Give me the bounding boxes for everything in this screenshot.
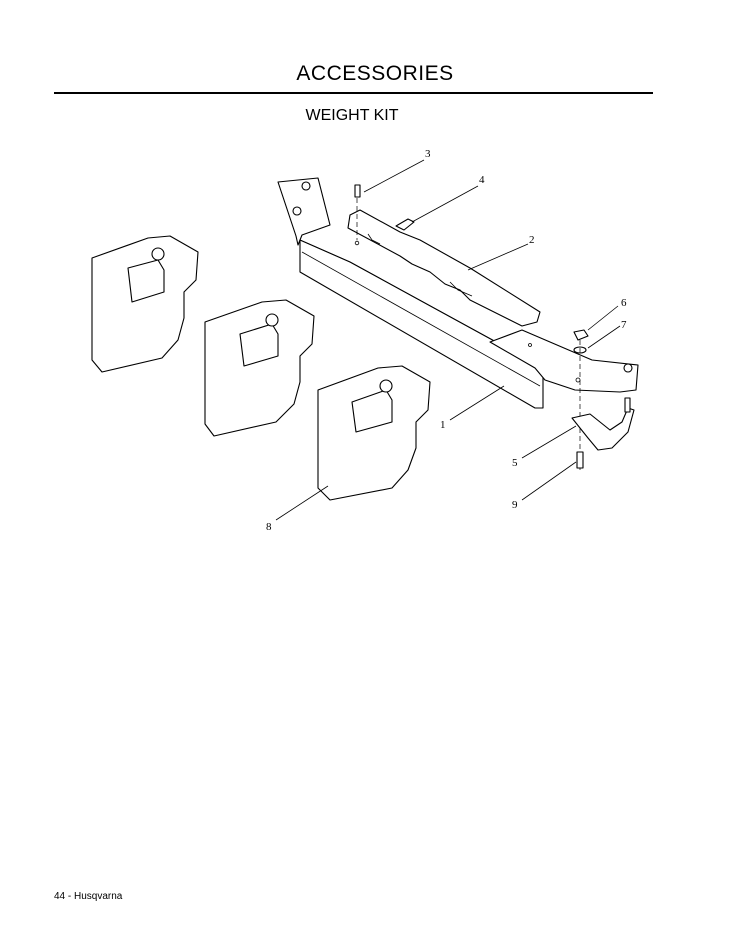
callout-3: 3 <box>425 148 431 160</box>
clip-part-4 <box>395 218 415 231</box>
callout-4: 4 <box>479 174 485 186</box>
title-rule <box>54 92 653 94</box>
callout-5: 5 <box>512 457 518 469</box>
hitch-bracket-part-5 <box>571 397 635 451</box>
slotted-bar-part-2 <box>347 209 541 327</box>
nut-washer-parts <box>573 329 589 470</box>
leader-lines <box>275 159 621 521</box>
weight-part-8-rear <box>91 235 199 373</box>
page-footer: 44 - Husqvarna <box>54 891 123 902</box>
pin-part-3 <box>354 184 361 240</box>
callout-1: 1 <box>440 419 446 431</box>
callout-6: 6 <box>621 297 627 309</box>
callout-2: 2 <box>529 234 535 246</box>
weight-part-8-middle <box>204 299 315 437</box>
page-title: ACCESSORIES <box>296 62 454 85</box>
callout-8: 8 <box>266 521 272 533</box>
weight-part-8-front <box>317 365 431 501</box>
bolt-part-9 <box>576 451 584 469</box>
section-subtitle: WEIGHT KIT <box>305 107 399 124</box>
callout-7: 7 <box>621 319 627 331</box>
callout-9: 9 <box>512 499 518 511</box>
bracket-part-1 <box>277 177 639 409</box>
